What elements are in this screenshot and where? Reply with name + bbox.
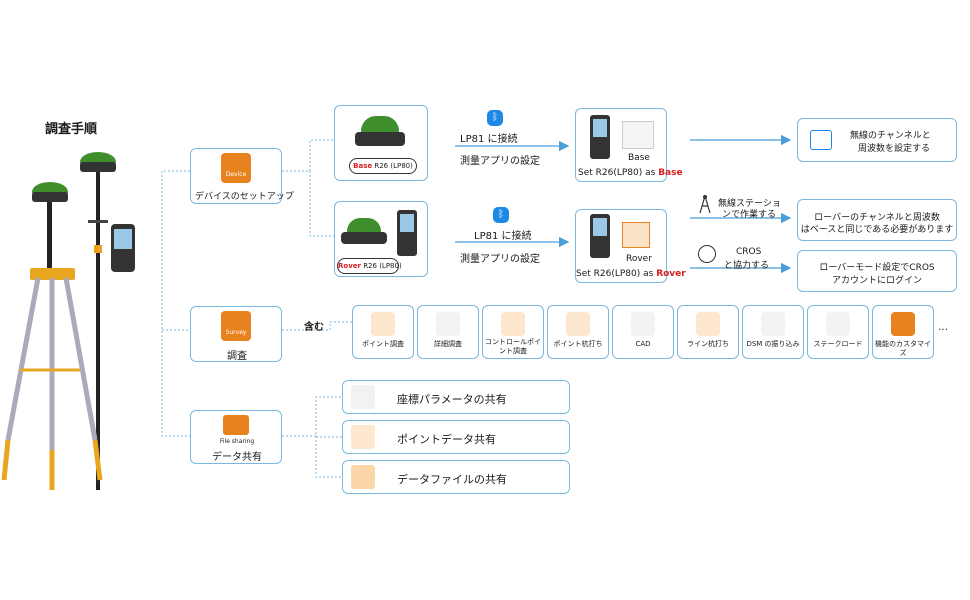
bluetooth-icon: ᛒ [493,207,509,223]
category-survey[interactable]: Survey 調査 [190,306,282,362]
stakeout-line-icon [696,312,720,336]
rover-device-tag: Rover R26 (LP80) [337,258,402,274]
pin-icon [351,425,375,449]
controller-icon [590,115,610,159]
radio-note-box: ローバーのチャンネルと周波数 はベースと同じである必要があります [797,199,957,241]
category-survey-label: 調査 [227,351,247,362]
share-data-file[interactable]: データファイルの共有 [342,460,570,494]
app-dsm[interactable]: DSM の振り込み [742,305,804,359]
more-indicator: … [938,322,948,333]
stake-road-icon [826,312,850,336]
stakeout-point-icon [566,312,590,336]
base-controller-box: Base Set R26(LP80) as Base [575,108,683,182]
user-icon [698,245,716,263]
cad-icon [631,312,655,336]
device-icon: Device [221,153,251,183]
page-title: 調査手順 [45,122,98,137]
base-device-box: Base R26 (LP80) [334,105,428,181]
rover-controller-box: Rover Set R26(LP80) as Rover [575,209,686,283]
cros-note-box: ローバーモード設定でCROS アカウントにログイン [797,250,957,292]
app-customize[interactable]: 機能のカスタマイズ [872,305,934,359]
share-point-data[interactable]: ポイントデータ共有 [342,420,570,454]
category-sharing-label: データ共有 [212,452,262,463]
app-point-survey[interactable]: ポイント調査 [352,305,414,359]
app-cad[interactable]: CAD [612,305,674,359]
base-note-box: 無線のチャンネルと 周波数を設定する [797,118,957,162]
share-icon [223,415,249,435]
rover-result-label: Set R26(LP80) as Rover [576,269,686,279]
tripod-icon [622,121,654,149]
base-device-tag: Base R26 (LP80) [349,158,417,174]
receiver-icon [355,116,405,150]
survey-icon: Survey [221,311,251,341]
controller-icon [397,210,417,256]
receiver-icon [341,218,387,248]
category-device-label: デバイスのセットアップ [195,192,294,202]
folder-icon [351,465,375,489]
radio-tower-icon [698,194,712,214]
axes-icon [351,385,375,409]
app-control-point-survey[interactable]: コントロールポイント調査 [482,305,544,359]
app-stake-road[interactable]: ステークロード [807,305,869,359]
controller-icon [590,214,610,258]
detail-icon [436,312,460,336]
receiver-tripod-illustration [1,152,135,490]
pin-icon [371,312,395,336]
includes-label: 含む [304,322,324,333]
customize-icon [891,312,915,336]
category-device[interactable]: Device デバイスのセットアップ [190,148,294,204]
waveform-icon [810,130,832,150]
category-sharing[interactable]: File sharing データ共有 [190,410,282,464]
rover-device-box: Rover R26 (LP80) [334,201,428,277]
base-result-label: Set R26(LP80) as Base [578,168,683,178]
app-line-stakeout[interactable]: ライン杭打ち [677,305,739,359]
dsm-icon [761,312,785,336]
rover-icon [622,222,650,248]
app-detail-survey[interactable]: 詳細調査 [417,305,479,359]
share-coordinate-params[interactable]: 座標パラメータの共有 [342,380,570,414]
bluetooth-icon: ᛒ [487,110,503,126]
app-point-stakeout[interactable]: ポイント杭打ち [547,305,609,359]
control-point-icon [501,312,525,336]
